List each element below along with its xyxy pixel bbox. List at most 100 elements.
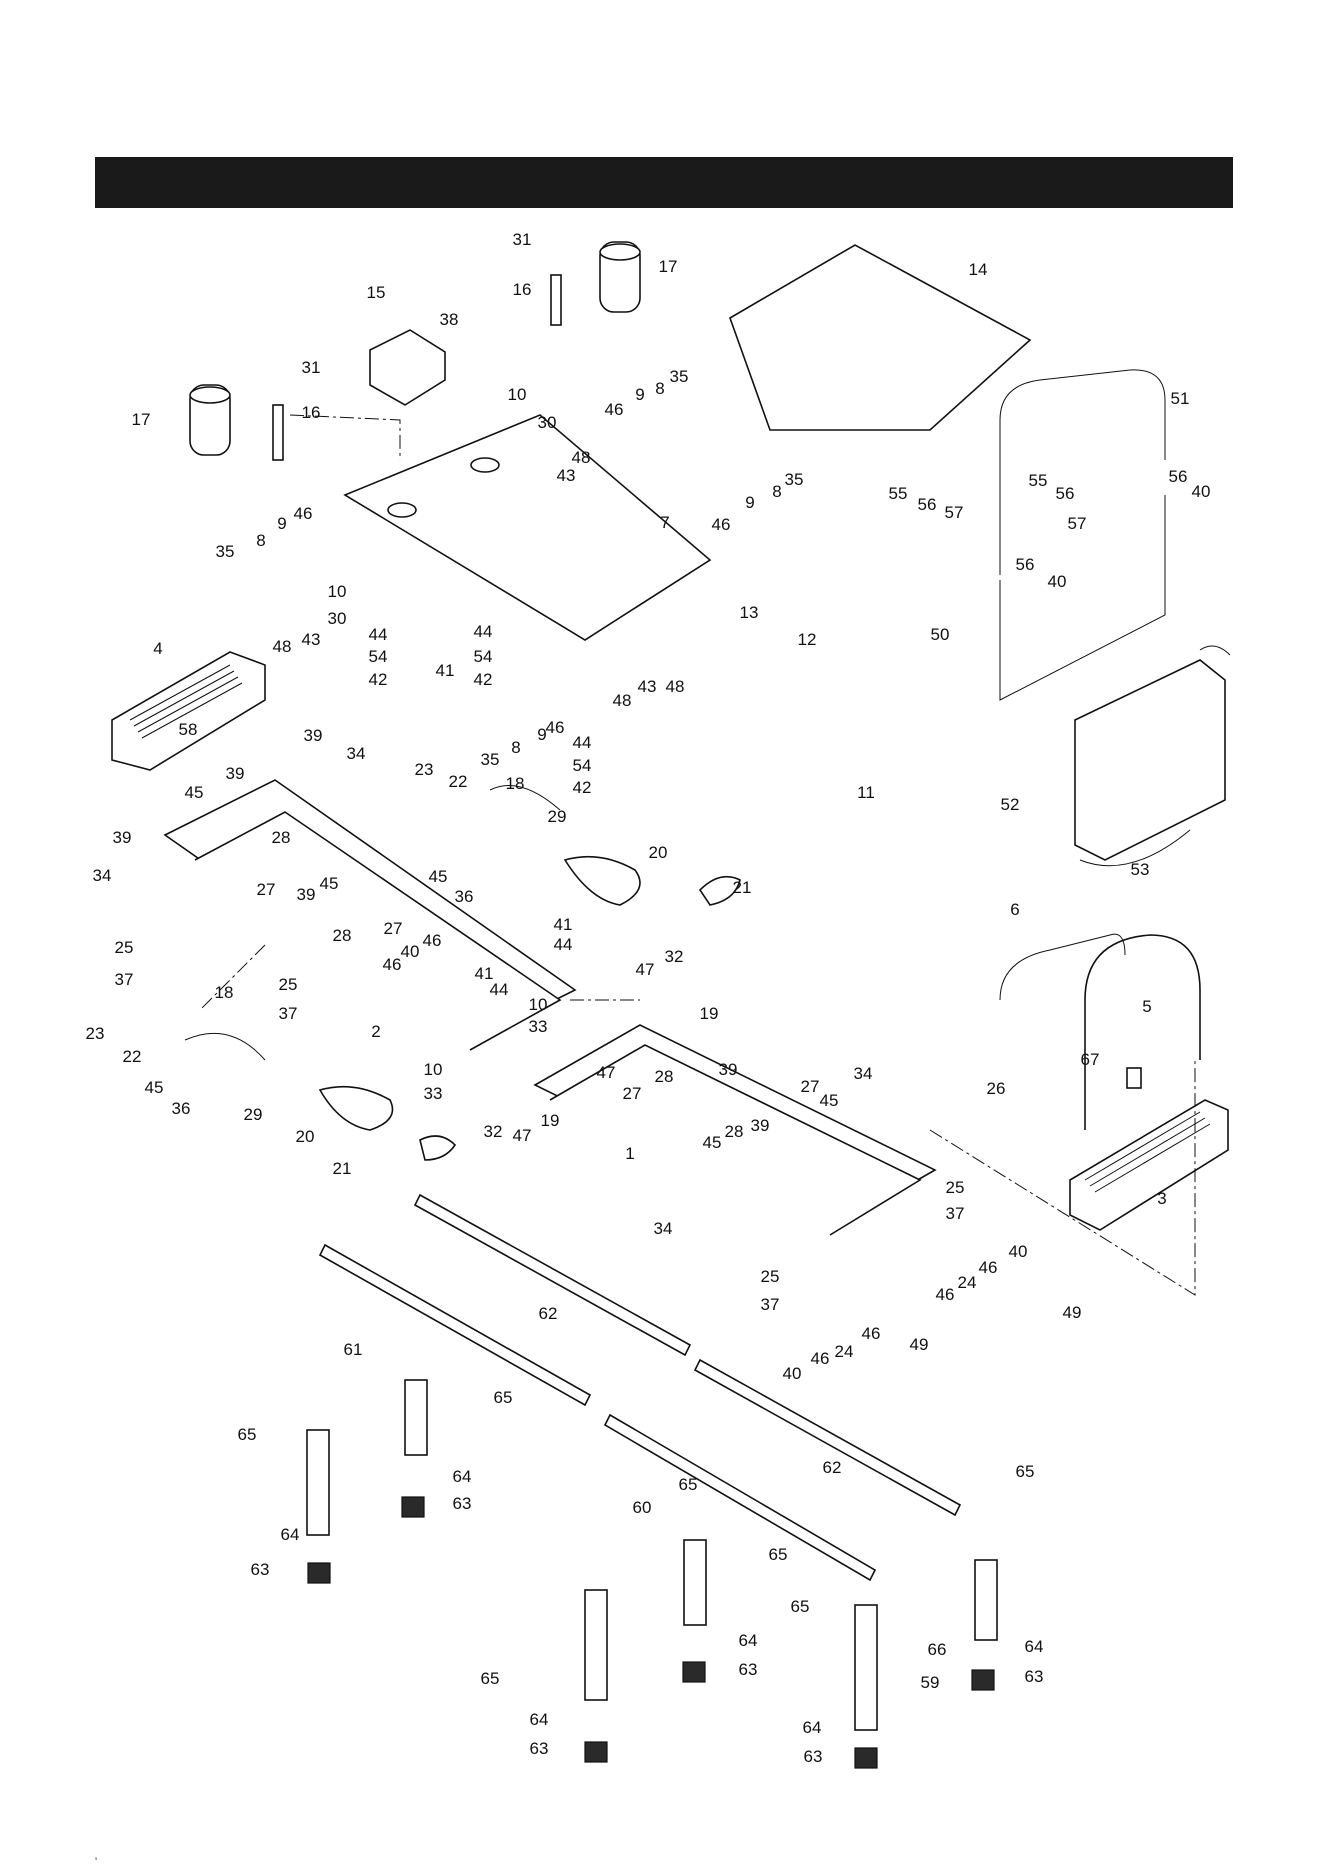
callout-29: 29 — [548, 807, 567, 826]
callout-35: 35 — [670, 367, 689, 386]
callout-27: 27 — [801, 1077, 820, 1096]
callout-20: 20 — [296, 1127, 315, 1146]
callout-layer: 3117161538143116173589104630484351746983… — [86, 230, 1211, 1766]
callout-8: 8 — [256, 531, 265, 550]
callout-65: 65 — [238, 1425, 257, 1444]
callout-67: 67 — [1081, 1050, 1100, 1069]
callout-22: 22 — [123, 1047, 142, 1066]
callout-27: 27 — [384, 919, 403, 938]
callout-36: 36 — [172, 1099, 191, 1118]
callout-37: 37 — [279, 1004, 298, 1023]
callout-65: 65 — [791, 1597, 810, 1616]
callout-9: 9 — [537, 725, 546, 744]
callout-48: 48 — [613, 691, 632, 710]
callout-54: 54 — [573, 756, 592, 775]
callout-40: 40 — [1009, 1242, 1028, 1261]
part-16-post-left — [272, 404, 284, 461]
callout-10: 10 — [328, 582, 347, 601]
callout-47: 47 — [636, 960, 655, 979]
part-62-crossbar-a — [413, 1193, 692, 1357]
part-21-foot-strap — [698, 875, 741, 906]
part-63-foot-1 — [307, 1562, 331, 1584]
callout-34: 34 — [854, 1064, 873, 1083]
callout-54: 54 — [369, 647, 388, 666]
part-4-front-cover — [111, 651, 266, 771]
part-63-foot-2 — [401, 1496, 425, 1518]
callout-64: 64 — [803, 1718, 822, 1737]
callout-52: 52 — [1001, 795, 1020, 814]
part-3-rear-cover — [1069, 1099, 1229, 1231]
callout-65: 65 — [1016, 1462, 1035, 1481]
callout-38: 38 — [440, 310, 459, 329]
part-67-label — [1126, 1067, 1142, 1089]
part-7-seat-frame — [343, 414, 712, 641]
part-63-foot-5 — [854, 1747, 878, 1769]
part-18-cable — [489, 785, 561, 811]
callout-44: 44 — [573, 733, 592, 752]
part-18-cable-left — [184, 1032, 266, 1061]
part-50-lower-frame — [999, 495, 1166, 701]
callout-16: 16 — [513, 280, 532, 299]
part-6-grab-bar — [999, 933, 1126, 1001]
part-59-leg-right — [854, 1604, 878, 1731]
callout-55: 55 — [1029, 471, 1048, 490]
callout-48: 48 — [273, 637, 292, 656]
callout-29: 29 — [244, 1105, 263, 1124]
callout-28: 28 — [655, 1067, 674, 1086]
part-14-seat-pad — [729, 244, 1032, 431]
part-62-crossbar-b — [318, 1243, 592, 1407]
callout-46: 46 — [294, 504, 313, 523]
callout-43: 43 — [557, 466, 576, 485]
callout-41: 41 — [554, 915, 573, 934]
part-58-grip-pattern — [129, 664, 243, 739]
callout-46: 46 — [605, 400, 624, 419]
part-52-trampoline-mat — [1074, 659, 1226, 861]
callout-21: 21 — [733, 878, 752, 897]
callout-47: 47 — [597, 1063, 616, 1082]
callout-30: 30 — [328, 609, 347, 628]
part-63-foot-6 — [971, 1669, 995, 1691]
callout-23: 23 — [86, 1024, 105, 1043]
callout-39: 39 — [304, 726, 323, 745]
callout-64: 64 — [281, 1525, 300, 1544]
callout-65: 65 — [494, 1388, 513, 1407]
callout-18: 18 — [506, 774, 525, 793]
part-59-leg-right-b — [974, 1559, 998, 1641]
callout-24: 24 — [958, 1273, 977, 1292]
callout-36: 36 — [455, 887, 474, 906]
callout-45: 45 — [429, 867, 448, 886]
part-5-handle — [1084, 934, 1201, 1130]
part-60-leg-center — [584, 1589, 608, 1701]
callout-56: 56 — [918, 495, 937, 514]
callout-28: 28 — [725, 1122, 744, 1141]
callout-1: 1 — [625, 1144, 634, 1163]
callout-47: 47 — [513, 1126, 532, 1145]
part-3-grip-pattern — [1084, 1111, 1211, 1193]
callout-4: 4 — [153, 639, 162, 658]
callout-46: 46 — [936, 1285, 955, 1304]
callout-27: 27 — [623, 1084, 642, 1103]
callout-54: 54 — [474, 647, 493, 666]
callout-44: 44 — [554, 935, 573, 954]
callout-42: 42 — [474, 670, 493, 689]
callout-56: 56 — [1016, 555, 1035, 574]
callout-14: 14 — [969, 260, 988, 279]
callout-19: 19 — [541, 1111, 560, 1130]
callout-33: 33 — [529, 1017, 548, 1036]
callout-31: 31 — [513, 230, 532, 249]
callout-35: 35 — [481, 750, 500, 769]
callout-40: 40 — [401, 942, 420, 961]
callout-46: 46 — [423, 931, 442, 950]
callout-64: 64 — [453, 1467, 472, 1486]
callout-64: 64 — [530, 1710, 549, 1729]
callout-18: 18 — [215, 983, 234, 1002]
callout-8: 8 — [511, 738, 520, 757]
callout-63: 63 — [453, 1494, 472, 1513]
callout-8: 8 — [655, 379, 664, 398]
part-62-crossbar-d — [603, 1413, 877, 1582]
header-bar — [95, 157, 1233, 208]
callout-15: 15 — [367, 283, 386, 302]
part-51-upper-frame — [999, 369, 1166, 575]
callout-10: 10 — [508, 385, 527, 404]
callout-44: 44 — [490, 980, 509, 999]
